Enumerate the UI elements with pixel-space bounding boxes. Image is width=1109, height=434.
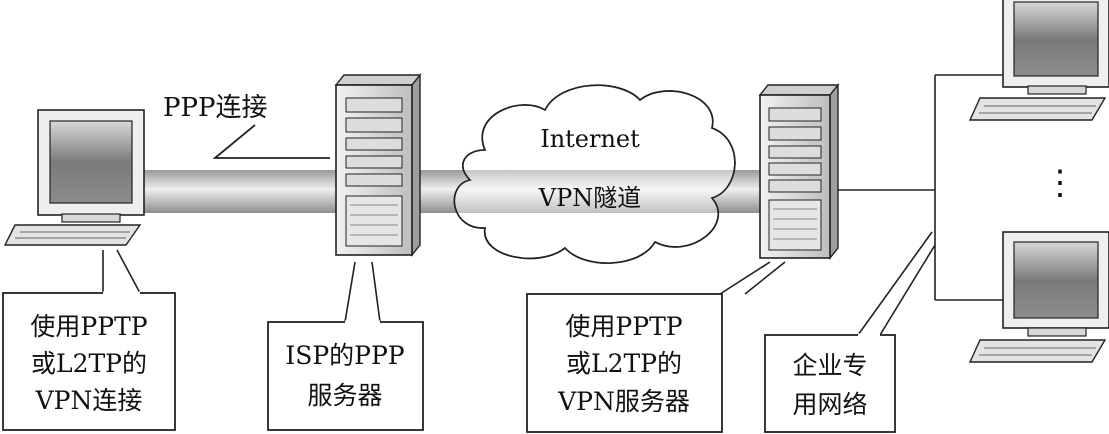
isp-server-callout: ISP的PPP 服务器 xyxy=(267,261,424,431)
vpn-tunnel-label: VPN隧道 xyxy=(538,184,641,212)
internet-label: Internet xyxy=(540,125,640,153)
network-callout-line-1: 企业专 xyxy=(792,351,867,380)
vpn-callout-line-2: 或L2TP的 xyxy=(566,349,682,378)
ppp-connection-label: PPP连接 xyxy=(163,93,267,123)
client-callout-line-3: VPN连接 xyxy=(35,386,143,415)
more-computers-ellipsis: ⋮ xyxy=(1043,163,1077,203)
network-callout-line-2: 用网络 xyxy=(792,390,867,419)
vpn-callout-line-3: VPN服务器 xyxy=(557,387,690,416)
isp-callout-line-1: ISP的PPP xyxy=(285,341,404,370)
client-callout: 使用PPTP 或L2TP的 VPN连接 xyxy=(2,249,176,431)
ppp-connection-pointer xyxy=(212,124,330,159)
vpn-callout-line-1: 使用PPTP xyxy=(565,312,682,341)
network-computer-icon xyxy=(968,231,1109,363)
internet-cloud xyxy=(453,84,745,264)
client-callout-line-1: 使用PPTP xyxy=(30,312,147,341)
vpn-server-callout: 使用PPTP 或L2TP的 VPN服务器 xyxy=(526,261,786,433)
isp-server-icon xyxy=(334,73,422,257)
vpn-server-icon xyxy=(758,83,840,260)
network-computer-icon xyxy=(968,0,1109,121)
client-computer-icon xyxy=(3,109,145,246)
private-network-lines xyxy=(838,74,1010,301)
isp-callout-line-2: 服务器 xyxy=(307,381,382,410)
private-network-callout: 企业专 用网络 xyxy=(764,231,936,433)
client-callout-line-2: 或L2TP的 xyxy=(31,349,147,378)
